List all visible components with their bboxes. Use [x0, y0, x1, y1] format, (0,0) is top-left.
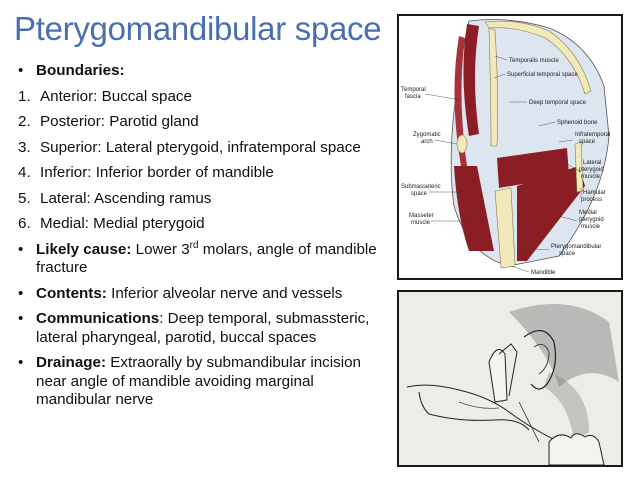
label-lateral-pterygoid: Lateral [583, 160, 601, 166]
bullet-icon: • [18, 310, 24, 327]
svg-text:muscle: muscle [411, 220, 431, 226]
svg-text:space: space [411, 191, 428, 197]
label-submasseteric-space: Submasseteric [401, 184, 441, 190]
boundary-item: 3. Superior: Lateral pterygoid, infratem… [18, 138, 361, 156]
bullet-boundaries: • Boundaries: [18, 62, 388, 81]
svg-text:fascia: fascia [405, 94, 421, 100]
boundary-item: 2. Posterior: Parotid gland [18, 113, 199, 130]
slide-content: • Boundaries: 1. Anterior: Buccal space … [18, 62, 388, 417]
label-masseter-muscle: Masseter [409, 213, 434, 219]
communications-label: Communications [36, 310, 160, 327]
boundaries-heading: Boundaries: [36, 62, 125, 79]
bullet-contents: • Contents: Inferior alveolar nerve and … [18, 284, 343, 302]
bullet-icon: • [18, 354, 24, 371]
incision-sketch [397, 290, 623, 467]
bullet-icon: • [18, 62, 24, 79]
label-pterygomandibular-space: Pterygomandibular [551, 244, 601, 250]
svg-text:muscle: muscle [581, 224, 601, 230]
bullet-drainage: • Drainage: Extraorally by submandibular… [18, 354, 361, 408]
anatomy-diagram: Temporalis muscle Superficial temporal s… [397, 14, 623, 280]
svg-text:pterygoid: pterygoid [579, 167, 604, 173]
label-mandible: Mandible [531, 270, 556, 276]
label-superficial-temporal-space: Superficial temporal space [507, 72, 578, 78]
bullet-icon: • [18, 240, 24, 258]
svg-text:pterygoid: pterygoid [579, 217, 604, 223]
bullet-icon: • [18, 284, 24, 302]
boundary-item: 6. Medial: Medial pterygoid [18, 215, 205, 232]
bullet-likely-cause: • Likely cause: Lower 3rd molars, angle … [18, 239, 377, 276]
svg-text:process: process [581, 197, 602, 203]
label-sphenoid-bone: Sphenoid bone [557, 120, 598, 126]
label-zygomatic-arch: Zygomatic [413, 132, 441, 138]
label-deep-temporal-space: Deep temporal space [529, 100, 587, 106]
label-temporal-fascia: Temporal [401, 87, 426, 93]
svg-text:arch: arch [421, 139, 433, 145]
likely-cause-label: Likely cause: [36, 240, 132, 258]
boundary-item: 5. Lateral: Ascending ramus [18, 189, 212, 207]
drainage-label: Drainage: [36, 354, 107, 371]
page-title: Pterygomandibular space [14, 10, 382, 47]
svg-text:space: space [579, 139, 596, 145]
boundary-item: 1. Anterior: Buccal space [18, 87, 192, 105]
label-hamular-process: Hamular [583, 190, 606, 196]
contents-label: Contents: [36, 284, 107, 302]
bullet-communications: • Communications: Deep temporal, submass… [18, 310, 370, 346]
boundary-item: 4. Inferior: Inferior border of mandible [18, 164, 274, 181]
label-infratemporal-space: Infratemporal [575, 132, 610, 138]
label-medial-pterygoid: Medial [579, 210, 597, 216]
label-temporalis-muscle: Temporalis muscle [509, 58, 559, 64]
svg-text:muscle: muscle [581, 174, 601, 180]
svg-text:space: space [559, 251, 576, 257]
